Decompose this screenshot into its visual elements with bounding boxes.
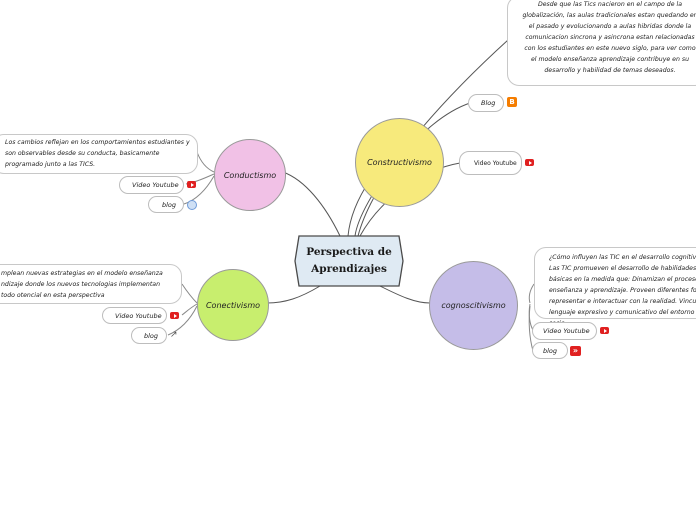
cognoscitivismo-blog-link[interactable]: blog xyxy=(532,342,568,359)
constructivismo-blog-link[interactable]: Blog xyxy=(468,94,504,112)
topic-constructivismo-label: Constructivismo xyxy=(367,158,432,167)
constructivismo-note[interactable]: Desde que las Tics nacieron en el campo … xyxy=(507,0,696,86)
topic-conductismo[interactable]: Conductismo xyxy=(214,139,286,211)
conductismo-blog-label: blog xyxy=(162,200,177,209)
constructivismo-video-label: Video Youtube xyxy=(474,159,517,167)
line-center-conectivismo xyxy=(266,285,321,304)
youtube-icon[interactable] xyxy=(600,327,609,334)
constructivismo-blog-label: Blog xyxy=(481,99,496,107)
cognoscitivismo-blog-label: blog xyxy=(543,346,558,355)
conductismo-video-link[interactable]: Video Youtube xyxy=(119,176,184,194)
conectivismo-blog-label: blog xyxy=(144,331,159,340)
cognoscitivismo-video-label: Video Youtube xyxy=(543,327,590,335)
conectivismo-note[interactable]: mplean nuevas estrategias en el modelo e… xyxy=(0,264,182,304)
line-center-conductismo xyxy=(282,171,341,237)
conectivismo-blog-link[interactable]: blog xyxy=(131,327,167,344)
conectivismo-video-link[interactable]: Video Youtube xyxy=(102,307,167,324)
central-topic-line1: Perspectiva de xyxy=(306,246,392,258)
youtube-icon[interactable] xyxy=(187,181,196,188)
topic-cognoscitivismo-label: cognoscitivismo xyxy=(441,301,506,310)
constructivismo-video-link[interactable]: Video Youtube xyxy=(459,151,522,175)
topic-conectivismo-label: Conectivismo xyxy=(205,300,261,310)
conductismo-note-text: Los cambios reflejan en los comportamien… xyxy=(5,139,190,168)
youtube-icon[interactable] xyxy=(525,159,534,166)
central-topic-line2: Aprendizajes xyxy=(311,263,387,275)
cognoscitivismo-note-text: ¿Cómo influyen las TIC en el desarrollo … xyxy=(549,254,696,327)
conectivismo-note-text: mplean nuevas estrategias en el modelo e… xyxy=(1,270,163,299)
conductismo-video-label: Video Youtube xyxy=(132,181,179,189)
line-center-cognoscitivismo xyxy=(379,285,431,304)
constructivismo-note-text: Desde que las Tics nacieron en el campo … xyxy=(522,1,696,74)
blogger-icon[interactable]: B xyxy=(507,97,517,107)
cognoscitivismo-video-link[interactable]: Video Youtube xyxy=(532,322,597,340)
conductismo-blog-link[interactable]: blog xyxy=(148,196,184,213)
conductismo-note[interactable]: Los cambios reflejan en los comportamien… xyxy=(0,134,198,174)
topic-cognoscitivismo[interactable]: cognoscitivismo xyxy=(429,261,518,350)
topic-conectivismo[interactable]: Conectivismo xyxy=(197,269,269,341)
globe-icon[interactable] xyxy=(187,200,197,210)
youtube-icon[interactable] xyxy=(170,312,179,319)
central-topic-frame xyxy=(294,235,404,287)
external-link-icon[interactable]: ↗ xyxy=(170,330,178,340)
conectivismo-video-label: Video Youtube xyxy=(115,311,162,320)
topic-conductismo-label: Conductismo xyxy=(223,170,277,180)
cognoscitivismo-note[interactable]: ¿Cómo influyen las TIC en el desarrollo … xyxy=(534,247,696,327)
topic-constructivismo[interactable]: Constructivismo xyxy=(355,118,444,207)
speakerdeck-icon[interactable]: » xyxy=(570,346,581,356)
central-topic[interactable]: Perspectiva de Aprendizajes xyxy=(295,236,403,286)
